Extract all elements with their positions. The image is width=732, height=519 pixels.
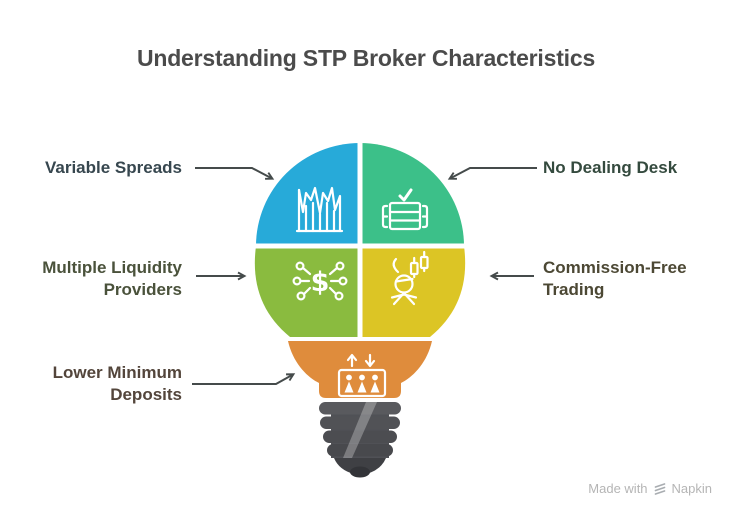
checked-stack-icon <box>381 188 429 231</box>
arrow-lower-minimum-deposits <box>192 373 296 385</box>
watermark: Made with Napkin <box>588 481 712 496</box>
label-multiple-liquidity-providers: Multiple Liquidity Providers <box>42 258 182 299</box>
area-chart-icon <box>295 186 344 233</box>
watermark-brand: Napkin <box>671 481 712 496</box>
page-title: Understanding STP Broker Characteristics <box>136 45 596 71</box>
arrow-no-dealing-desk <box>447 167 537 180</box>
bulb-segments <box>249 141 471 398</box>
label-variable-spreads: Variable Spreads <box>44 158 182 177</box>
arrow-variable-spreads <box>195 167 275 180</box>
label-lower-minimum-deposits: Lower Minimum Deposits <box>52 363 182 404</box>
watermark-made-with: Made with <box>588 481 648 496</box>
bulb-screw-base <box>319 402 401 478</box>
bulb-segment-commission-free-trading <box>360 246 466 337</box>
bulb-segment-no-dealing-desk <box>360 143 464 246</box>
label-no-dealing-desk: No Dealing Desk <box>543 158 678 177</box>
label-commission-free-trading: Commission-Free Trading <box>543 258 687 299</box>
trader-candlesticks-icon <box>390 250 429 306</box>
napkin-logo-icon <box>654 482 665 495</box>
screw-highlight <box>343 402 377 458</box>
segment-dividers <box>249 141 471 338</box>
liquidity-network-icon: $ <box>292 261 348 301</box>
svg-text:$: $ <box>311 267 330 298</box>
people-elevator-icon <box>337 353 387 398</box>
